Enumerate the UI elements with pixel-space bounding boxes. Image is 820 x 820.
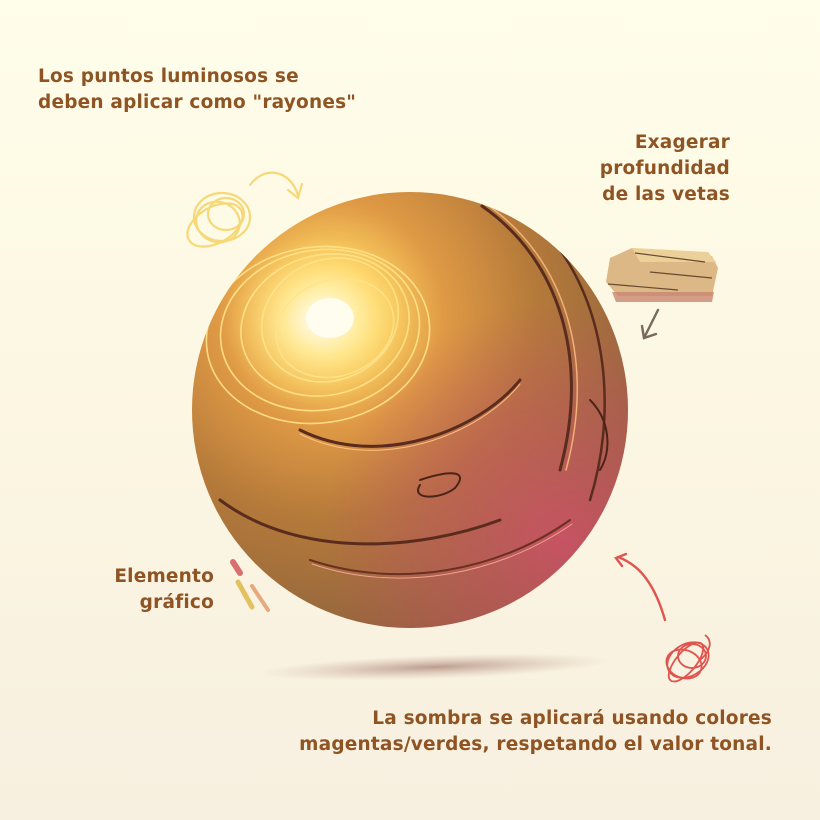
red-arrow-icon <box>614 552 667 622</box>
annotation-line: Elemento <box>114 566 214 587</box>
arrow-down-icon <box>640 308 660 340</box>
shadow-annotation: La sombra se aplicará usando colores mag… <box>280 706 772 758</box>
wood-block-icon <box>606 248 718 302</box>
annotation-line: Exagerar <box>634 132 730 153</box>
veins-annotation: Exagerar profundidad de las vetas <box>590 130 730 208</box>
annotation-line: Los puntos luminosos se <box>38 66 299 87</box>
graphic-element-annotation: Elemento gráfico <box>100 564 214 616</box>
yellow-scribble-icon <box>186 171 304 248</box>
brush-strokes-icon <box>230 559 270 612</box>
annotation-line: profundidad <box>599 158 730 179</box>
highlights-annotation: Los puntos luminosos se deben aplicar co… <box>38 64 356 116</box>
annotation-line: de las vetas <box>602 184 730 205</box>
red-scribble-icon <box>665 634 711 683</box>
sphere <box>192 192 628 628</box>
annotation-line: magentas/verdes, respetando el valor ton… <box>299 734 772 755</box>
cast-shadow <box>260 653 610 681</box>
annotation-line: gráfico <box>139 592 214 613</box>
annotation-line: deben aplicar como "rayones" <box>38 92 357 113</box>
annotation-line: La sombra se aplicará usando colores <box>372 708 772 729</box>
